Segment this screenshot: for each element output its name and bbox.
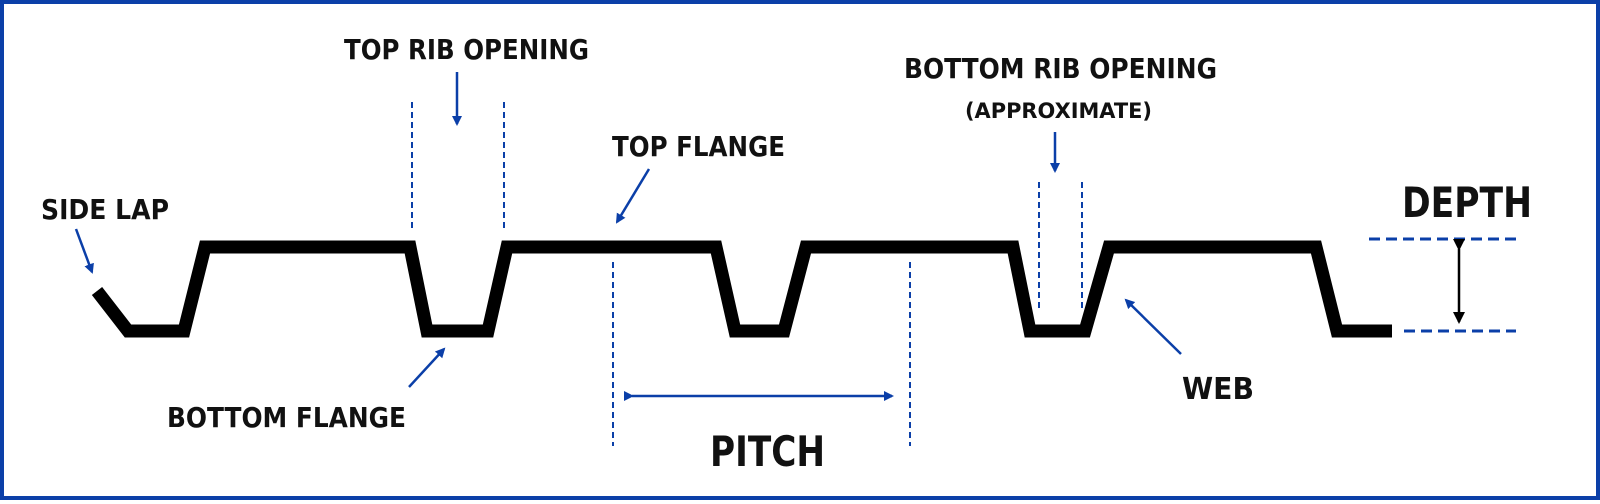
bottom-flange-arrow (408, 347, 446, 388)
side-lap-label: SIDE LAP (41, 193, 169, 226)
bottom-rib-opening-label: BOTTOM RIB OPENING (904, 52, 1217, 85)
pitch-label: PITCH (710, 427, 825, 476)
approximate-label: (APPROXIMATE) (965, 99, 1152, 123)
top-flange-arrow (615, 168, 651, 224)
depth-label: DEPTH (1402, 178, 1532, 227)
side-lap-arrow (74, 228, 94, 274)
top-rib-opening-label: TOP RIB OPENING (344, 33, 589, 66)
web-arrow (1124, 298, 1182, 355)
top-flange-label: TOP FLANGE (612, 130, 785, 163)
web-label: WEB (1182, 372, 1254, 407)
deck-profile-line (91, 240, 1392, 338)
bottom-flange-label: BOTTOM FLANGE (167, 401, 406, 434)
deck-profile-diagram: SIDE LAP TOP RIB OPENING TOP FLANGE BOTT… (41, 33, 1532, 476)
